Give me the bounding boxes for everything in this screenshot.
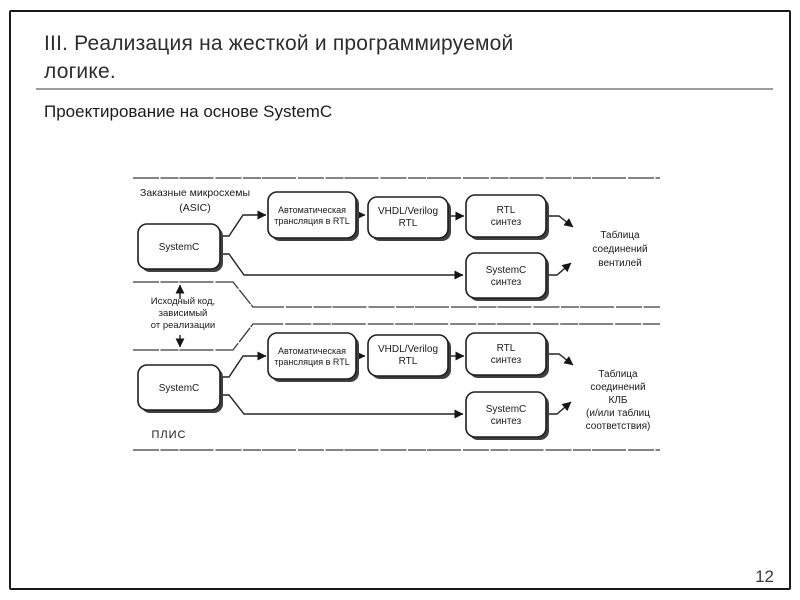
- note-line3: от реализации: [151, 320, 215, 331]
- asic-systemc-box: SystemC: [137, 223, 223, 272]
- slide-subtitle: Проектирование на основе SystemC: [44, 102, 333, 121]
- fpga-rtl-synthesis-box-line1: RTL: [497, 343, 516, 354]
- fpga-output-line4: (и/или таблиц: [586, 407, 650, 419]
- asic-flow-arrows: [220, 210, 574, 280]
- slide-title-line2: логике.: [44, 60, 116, 83]
- implementation-dependent-code-note: Исходный код, зависимый от реализации: [151, 284, 215, 348]
- fpga-arrow-systemc-to-systemc-synthesis: [220, 394, 464, 419]
- fpga-rtl-synthesis-box-line2: синтез: [491, 355, 522, 366]
- fpga-vhdl-rtl-box-line1: VHDL/Verilog: [378, 344, 438, 355]
- asic-section-label-line2: (ASIC): [179, 202, 211, 214]
- fpga-vhdl-rtl-box-line2: RTL: [399, 356, 418, 367]
- fpga-systemc-box: SystemC: [137, 364, 223, 413]
- asic-output-line3: вентилей: [598, 258, 641, 269]
- fpga-top-boundary-line: [133, 323, 660, 351]
- asic-systemc-box-label: SystemC: [159, 242, 200, 253]
- fpga-translation-box: Автоматическая трансляция в RTL: [267, 332, 359, 382]
- fpga-translation-box-line2: трансляция в RTL: [274, 357, 349, 367]
- fpga-output-line1: Таблица: [598, 368, 638, 380]
- fpga-flow-arrows: [220, 351, 574, 419]
- fpga-arrow-systemc-to-translation: [220, 351, 267, 378]
- asic-output-label: Таблица соединений вентилей: [592, 229, 647, 269]
- asic-arrow-systemc-to-systemc-synthesis: [220, 253, 464, 280]
- asic-bottom-boundary-line: [133, 281, 660, 308]
- title-divider: [36, 88, 773, 90]
- asic-systemc-synthesis-box-line1: SystemC: [486, 265, 527, 276]
- fpga-output-line2: соединений: [590, 382, 645, 393]
- fpga-arrow-rtl-synthesis-to-output: [546, 353, 574, 366]
- fpga-systemc-synthesis-box-line1: SystemC: [486, 404, 527, 415]
- asic-output-line2: соединений: [592, 244, 647, 255]
- systemc-design-flow-diagram: Заказные микросхемы (ASIC) SystemC: [130, 168, 670, 460]
- fpga-vhdl-rtl-box: VHDL/Verilog RTL: [367, 334, 451, 379]
- asic-vhdl-rtl-box-line1: VHDL/Verilog: [378, 206, 438, 217]
- asic-translation-box-line2: трансляция в RTL: [274, 216, 349, 226]
- asic-systemc-synthesis-box-line2: синтез: [491, 277, 522, 288]
- note-line2: зависимый: [159, 308, 208, 319]
- page-number: 12: [755, 567, 774, 586]
- asic-arrow-systemc-synthesis-to-output: [546, 262, 572, 276]
- fpga-output-label: Таблица соединений КЛБ (и/или таблиц соо…: [586, 368, 651, 432]
- fpga-systemc-box-label: SystemC: [159, 383, 200, 394]
- fpga-output-line5: соответствия): [586, 421, 651, 432]
- asic-section: Заказные микросхемы (ASIC) SystemC: [137, 187, 648, 301]
- flow-diagram-canvas: Заказные микросхемы (ASIC) SystemC: [133, 177, 660, 451]
- fpga-systemc-synthesis-box-line2: синтез: [491, 416, 522, 427]
- asic-systemc-synthesis-box: SystemC синтез: [465, 252, 549, 301]
- asic-arrow-systemc-to-translation: [220, 210, 267, 237]
- asic-vhdl-rtl-box-line2: RTL: [399, 218, 418, 229]
- asic-rtl-synthesis-box-line1: RTL: [497, 205, 516, 216]
- asic-arrow-rtl-synthesis-to-output: [546, 215, 574, 228]
- asic-translation-box-line1: Автоматическая: [278, 205, 346, 215]
- asic-output-line1: Таблица: [600, 229, 640, 241]
- fpga-translation-box-line1: Автоматическая: [278, 346, 346, 356]
- slide-title-line1: III. Реализация на жесткой и программиру…: [44, 32, 514, 55]
- fpga-output-line3: КЛБ: [609, 395, 628, 406]
- asic-rtl-synthesis-box: RTL синтез: [465, 194, 549, 240]
- fpga-systemc-synthesis-box: SystemC синтез: [465, 391, 549, 440]
- slide-title: III. Реализация на жесткой и программиру…: [44, 30, 744, 86]
- asic-vhdl-rtl-box: VHDL/Verilog RTL: [367, 196, 451, 241]
- fpga-section: SystemC ПЛИС Автоматическая трансляция в…: [137, 332, 651, 441]
- note-line1: Исходный код,: [151, 296, 215, 307]
- asic-rtl-synthesis-box-line2: синтез: [491, 217, 522, 228]
- fpga-section-label: ПЛИС: [152, 429, 187, 441]
- asic-translation-box: Автоматическая трансляция в RTL: [267, 191, 359, 241]
- asic-section-label-line1: Заказные микросхемы: [140, 187, 250, 199]
- fpga-arrow-systemc-synthesis-to-output: [546, 401, 572, 415]
- fpga-rtl-synthesis-box: RTL синтез: [465, 332, 549, 378]
